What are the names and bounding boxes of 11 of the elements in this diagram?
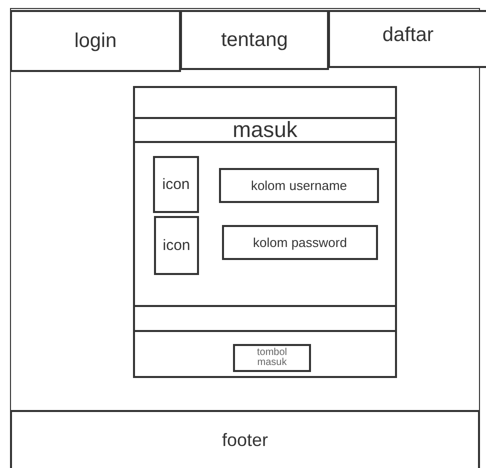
login-panel xyxy=(133,86,397,378)
panel-heading: masuk xyxy=(135,117,395,143)
submit-button: tombol masuk xyxy=(233,344,311,372)
input-field: kolom password xyxy=(222,225,378,260)
nav-tab: tentang xyxy=(180,10,329,70)
input-field: kolom username xyxy=(219,168,379,203)
nav-tab: daftar xyxy=(328,10,486,68)
nav-tab: login xyxy=(10,10,181,72)
placeholder-box: icon xyxy=(153,156,199,213)
placeholder-box: icon xyxy=(154,216,199,275)
page-footer: footer xyxy=(10,410,480,468)
